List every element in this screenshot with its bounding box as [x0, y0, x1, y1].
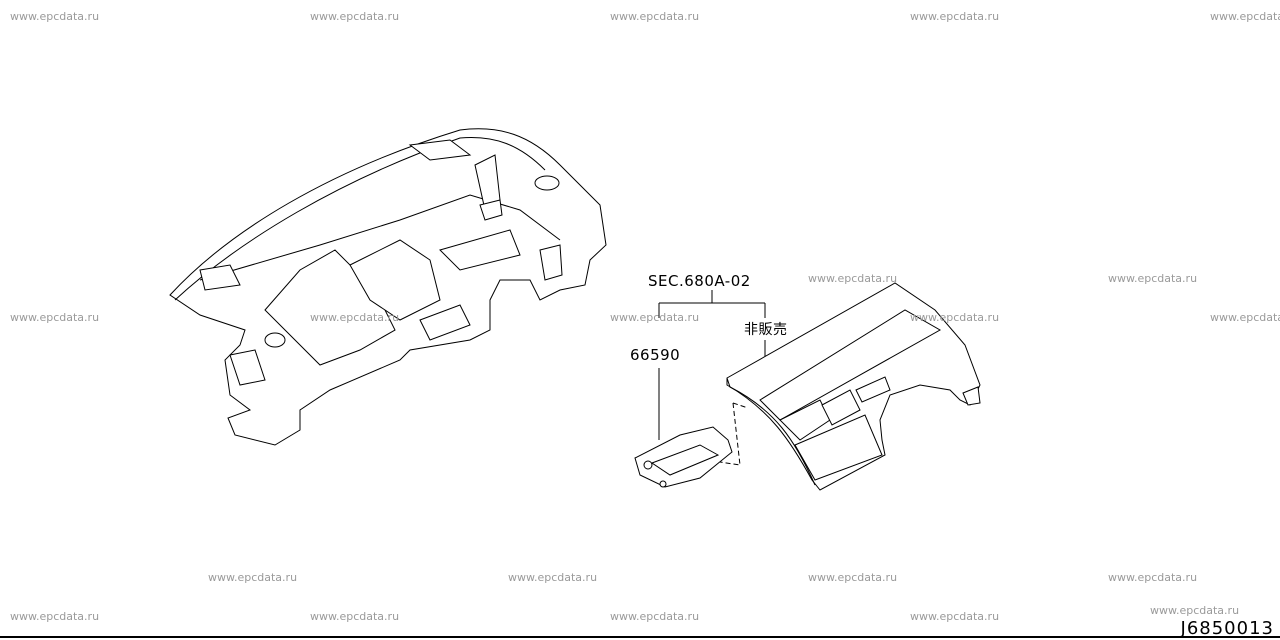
- diagram-id: J6850013: [1180, 618, 1274, 639]
- cluster-lid-drawing: [726, 282, 981, 491]
- instrument-panel-drawing: [169, 128, 607, 446]
- callout-leader-lines: [658, 290, 766, 440]
- vent-assembly-66590-drawing: [634, 402, 749, 488]
- not-for-sale-label: 非販売: [744, 322, 788, 338]
- bottom-border: [0, 636, 1280, 638]
- section-reference-label[interactable]: SEC.680A-02: [648, 272, 751, 290]
- part-number-label[interactable]: 66590: [630, 346, 681, 364]
